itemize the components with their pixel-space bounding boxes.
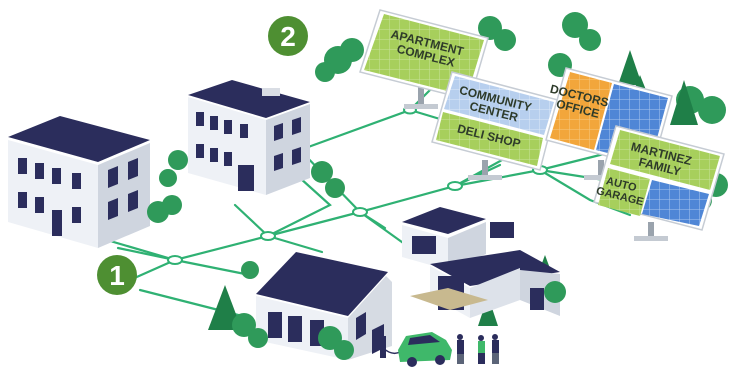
solar-array-community-center: COMMUNITY CENTER DELI SHOP [431,71,559,180]
office-building-center [188,80,310,195]
step-badge-2: 2 [268,16,308,56]
step-badge-2-number: 2 [280,21,296,52]
solar-array-martinez-family: MARTINEZ FAMILY AUTO GARAGE [593,125,725,241]
office-building-left [8,116,150,248]
modern-house [402,207,560,318]
trees-background [159,12,728,330]
step-badge-1: 1 [97,255,137,295]
trees-foreground [147,195,566,360]
electric-car [380,332,452,367]
people [457,334,499,364]
svg-text:DOCTORS OFFICE: DOCTORS OFFICE [545,82,613,123]
step-badge-1-number: 1 [109,260,125,291]
